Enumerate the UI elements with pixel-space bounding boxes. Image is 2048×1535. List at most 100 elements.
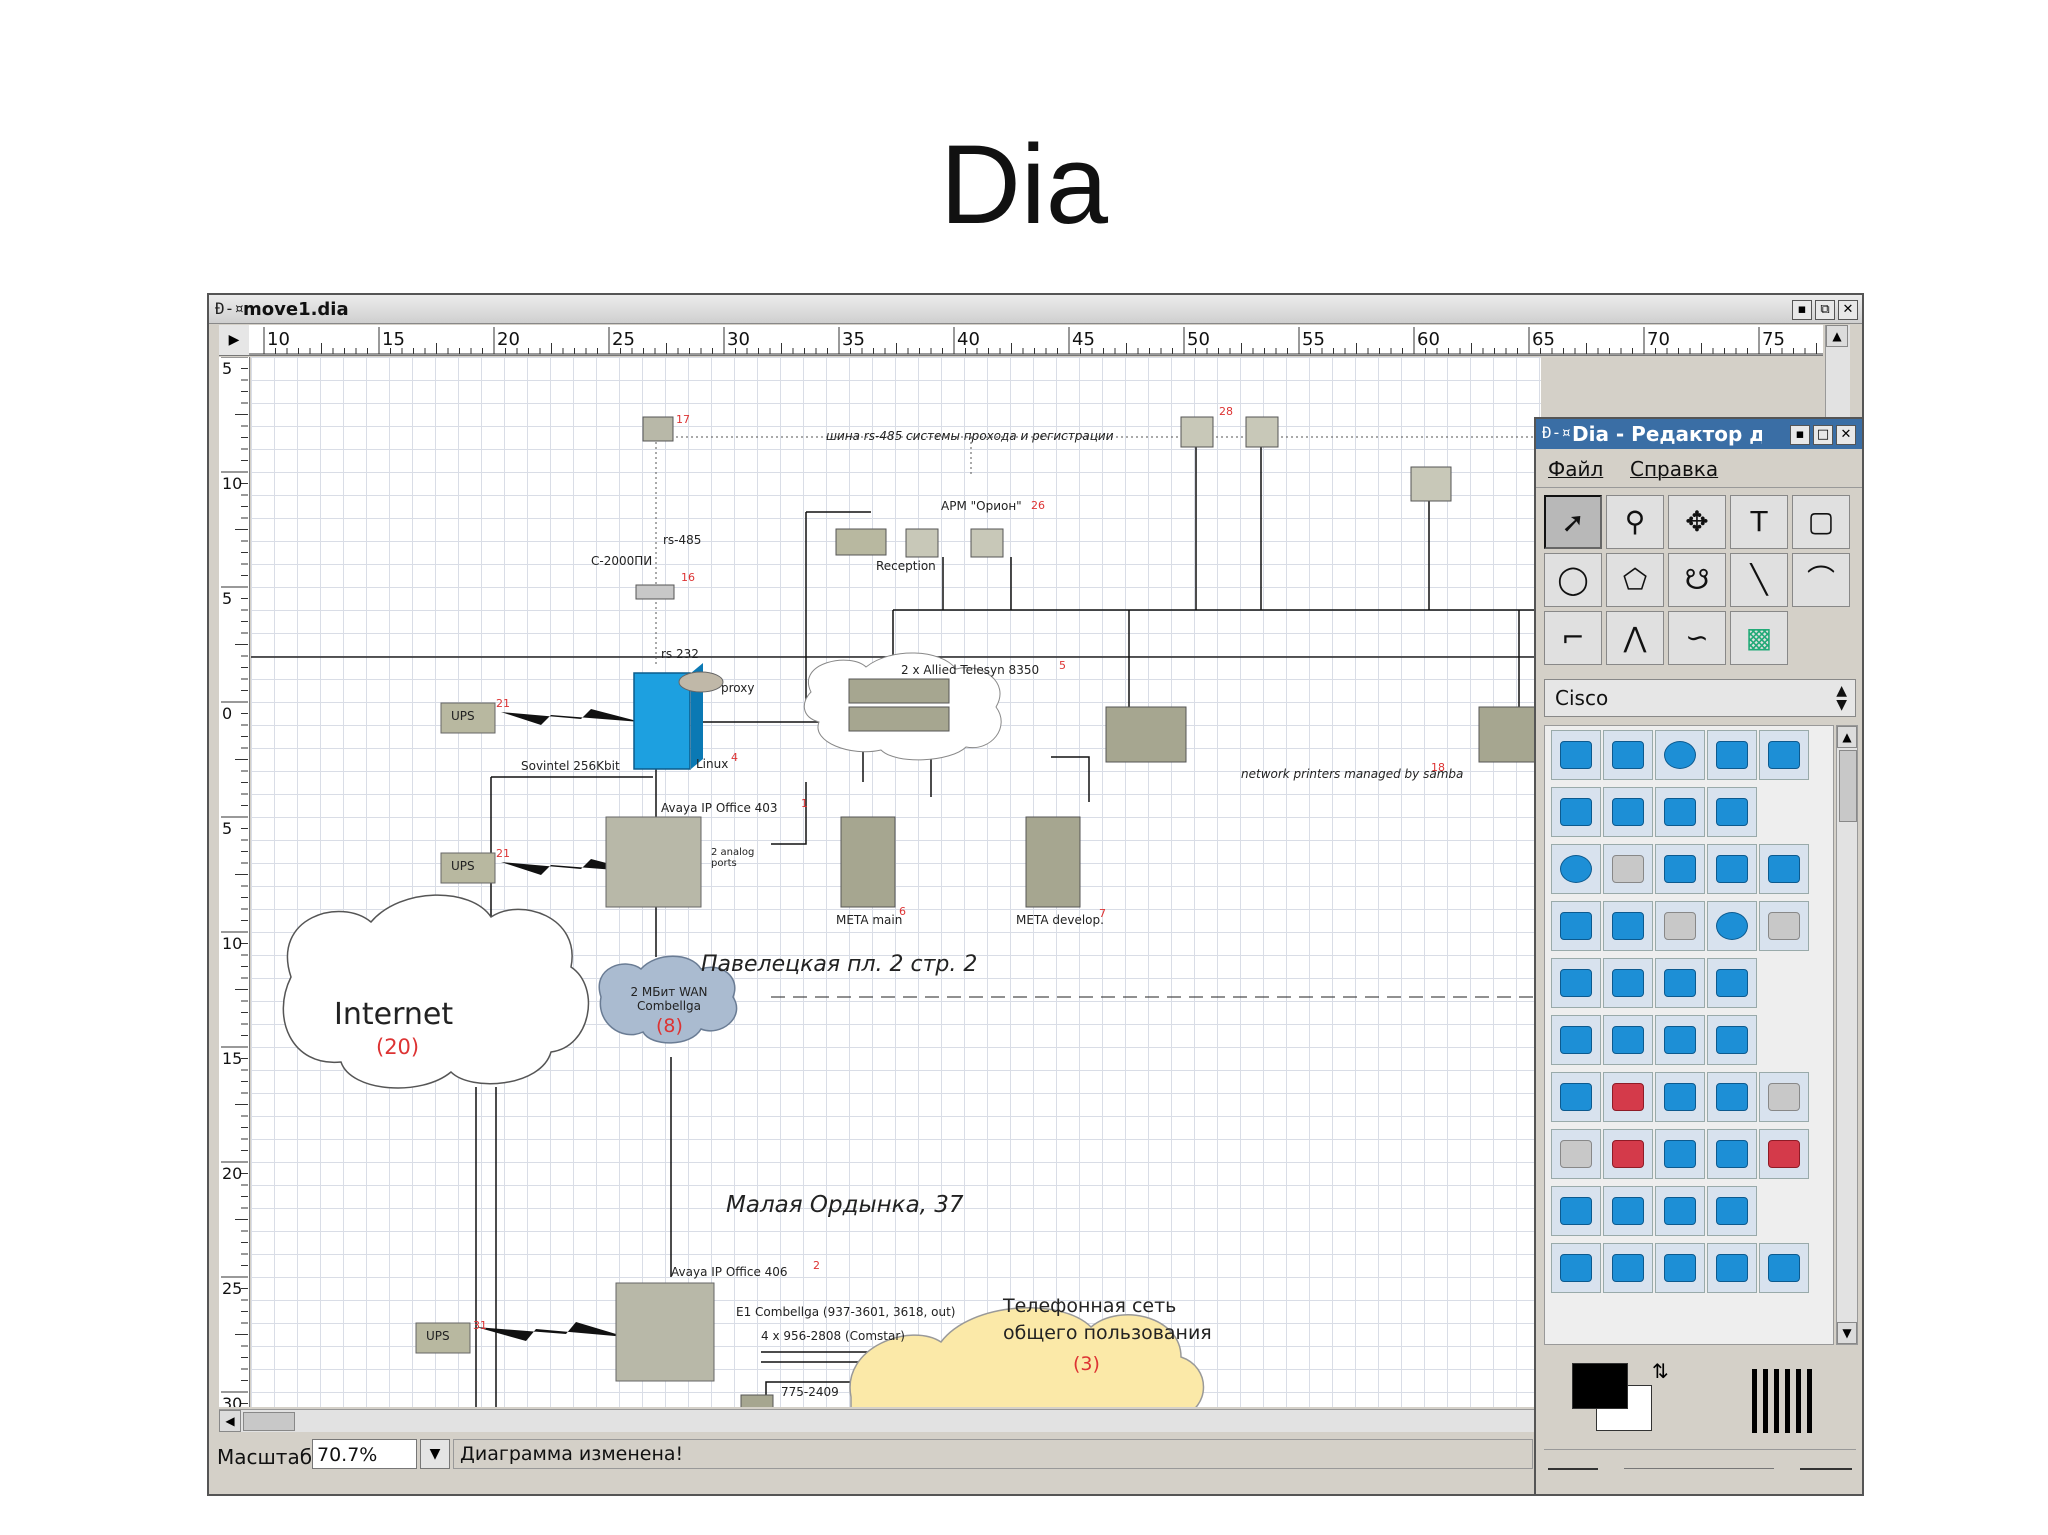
line-style-icon[interactable] — [1624, 1468, 1774, 1469]
image-tool-icon[interactable]: ▩ — [1730, 611, 1788, 665]
box-tool-icon[interactable]: ▢ — [1792, 495, 1850, 549]
polyline-tool-icon[interactable]: ⋀ — [1606, 611, 1664, 665]
cisco-shape-icon[interactable] — [1603, 787, 1653, 837]
cisco-shape-icon[interactable] — [1655, 958, 1705, 1008]
ruler-label: 55 — [1302, 329, 1325, 350]
cisco-shape-icon[interactable] — [1603, 1243, 1653, 1293]
magnify-tool-icon[interactable]: ⚲ — [1606, 495, 1664, 549]
cisco-shape-icon[interactable] — [1551, 1243, 1601, 1293]
polygon-tool-icon[interactable]: ⬠ — [1606, 553, 1664, 607]
scroll-up-icon[interactable]: ▲ — [1826, 325, 1848, 347]
sheet-selector[interactable]: Cisco ▲▼ — [1544, 679, 1856, 717]
cisco-shape-icon[interactable] — [1707, 787, 1757, 837]
cisco-shape-icon[interactable] — [1655, 1186, 1705, 1236]
cisco-shape-icon[interactable] — [1707, 1072, 1757, 1122]
arc-tool-icon[interactable]: ⌒ — [1792, 553, 1850, 607]
beziergon-tool-icon[interactable]: ☋ — [1668, 553, 1726, 607]
cisco-shape-icon[interactable] — [1707, 901, 1757, 951]
toolbox-minimize-button[interactable]: ▪ — [1790, 425, 1810, 445]
locks — [642, 416, 674, 442]
ruler-label: 10 — [267, 329, 290, 350]
cisco-shape-icon[interactable] — [1707, 958, 1757, 1008]
scroll-thumb[interactable] — [243, 1412, 295, 1431]
cisco-shape-icon[interactable] — [1551, 1015, 1601, 1065]
cisco-shape-icon[interactable] — [1759, 1129, 1809, 1179]
start-arrow-icon[interactable] — [1548, 1468, 1598, 1470]
cisco-shape-icon[interactable] — [1551, 901, 1601, 951]
cisco-device-glyph — [1664, 741, 1696, 769]
minimize-button[interactable]: ▪ — [1792, 300, 1812, 320]
cisco-device-glyph — [1716, 798, 1748, 826]
cisco-device-glyph — [1664, 969, 1696, 997]
toolbox-maximize-button[interactable]: □ — [1813, 425, 1833, 445]
swap-colors-icon[interactable]: ⇅ — [1652, 1359, 1669, 1383]
shapes-scrollbar[interactable]: ▲ ▼ — [1836, 725, 1858, 1345]
move-tool-icon[interactable]: ✥ — [1668, 495, 1726, 549]
cisco-device-glyph — [1768, 855, 1800, 883]
shapes-scroll-up-icon[interactable]: ▲ — [1837, 726, 1857, 748]
cisco-shape-icon[interactable] — [1551, 1186, 1601, 1236]
menu-file[interactable]: Файл — [1548, 457, 1604, 481]
cisco-shape-icon[interactable] — [1603, 730, 1653, 780]
cisco-shape-icon[interactable] — [1759, 1072, 1809, 1122]
cisco-device-glyph — [1612, 912, 1644, 940]
cisco-shape-icon[interactable] — [1655, 1243, 1705, 1293]
cisco-shape-icon[interactable] — [1707, 844, 1757, 894]
cisco-shape-icon[interactable] — [1655, 901, 1705, 951]
toolbox-close-button[interactable]: ✕ — [1836, 425, 1856, 445]
end-arrow-icon[interactable] — [1800, 1468, 1852, 1470]
text-tool-icon[interactable]: T — [1730, 495, 1788, 549]
pointer-tool-icon[interactable]: ➚ — [1544, 495, 1602, 549]
shapes-scroll-down-icon[interactable]: ▼ — [1837, 1322, 1857, 1344]
cisco-shape-icon[interactable] — [1551, 844, 1601, 894]
cisco-shape-icon[interactable] — [1655, 787, 1705, 837]
cisco-shape-icon[interactable] — [1603, 1072, 1653, 1122]
menu-help[interactable]: Справка — [1630, 457, 1719, 481]
line-width-icon[interactable] — [1752, 1369, 1812, 1433]
foreground-color-swatch[interactable] — [1572, 1363, 1628, 1409]
cisco-shape-icon[interactable] — [1551, 1129, 1601, 1179]
cisco-shape-icon[interactable] — [1551, 730, 1601, 780]
cisco-shape-icon[interactable] — [1707, 1243, 1757, 1293]
diagram-canvas[interactable]: шина rs-485 системы прохода и регистраци… — [251, 357, 1541, 1407]
cisco-shape-icon[interactable] — [1707, 1186, 1757, 1236]
ellipse-tool-icon[interactable]: ◯ — [1544, 553, 1602, 607]
cisco-shape-icon[interactable] — [1759, 730, 1809, 780]
cisco-shape-icon[interactable] — [1655, 1129, 1705, 1179]
cisco-shape-icon[interactable] — [1603, 958, 1653, 1008]
cisco-shape-icon[interactable] — [1759, 1243, 1809, 1293]
toolbox-titlebar[interactable]: Ð-¤ Dia - Редактор д ▪□✕ — [1536, 419, 1862, 449]
cisco-shape-icon[interactable] — [1759, 844, 1809, 894]
cisco-shape-icon[interactable] — [1551, 1072, 1601, 1122]
cisco-shape-icon[interactable] — [1655, 1015, 1705, 1065]
shapes-scroll-thumb[interactable] — [1839, 750, 1857, 822]
ruler-label: 15 — [222, 1049, 243, 1068]
cisco-shape-icon[interactable] — [1655, 844, 1705, 894]
cisco-shape-icon[interactable] — [1551, 958, 1601, 1008]
bezier-tool-icon[interactable]: ∽ — [1668, 611, 1726, 665]
cisco-shape-icon[interactable] — [1603, 1186, 1653, 1236]
horizontal-scrollbar[interactable]: ◀ — [219, 1409, 1549, 1432]
window-titlebar[interactable]: Ð-¤ move1.dia ▪⧉✕ — [209, 295, 1862, 324]
scroll-left-icon[interactable]: ◀ — [219, 1410, 241, 1432]
cisco-shape-icon[interactable] — [1655, 1072, 1705, 1122]
maximize-button[interactable]: ⧉ — [1815, 300, 1835, 320]
ruler-label: 25 — [612, 329, 635, 350]
cisco-shape-icon[interactable] — [1603, 1129, 1653, 1179]
cisco-shape-icon[interactable] — [1759, 901, 1809, 951]
cisco-shape-icon[interactable] — [1603, 844, 1653, 894]
cisco-shape-icon[interactable] — [1707, 1015, 1757, 1065]
zoom-dropdown-icon[interactable]: ▼ — [420, 1439, 450, 1469]
zigzag-tool-icon[interactable]: ⌐ — [1544, 611, 1602, 665]
zoom-input[interactable]: 70.7% — [312, 1439, 417, 1469]
cisco-shape-icon[interactable] — [1707, 730, 1757, 780]
cisco-shape-icon[interactable] — [1603, 1015, 1653, 1065]
ruler-corner-arrow-icon[interactable]: ▶ — [219, 325, 250, 356]
reception-label: Reception — [876, 559, 936, 573]
line-tool-icon[interactable]: ╲ — [1730, 553, 1788, 607]
cisco-shape-icon[interactable] — [1707, 1129, 1757, 1179]
cisco-shape-icon[interactable] — [1655, 730, 1705, 780]
cisco-shape-icon[interactable] — [1603, 901, 1653, 951]
cisco-shape-icon[interactable] — [1551, 787, 1601, 837]
close-button[interactable]: ✕ — [1838, 300, 1858, 320]
